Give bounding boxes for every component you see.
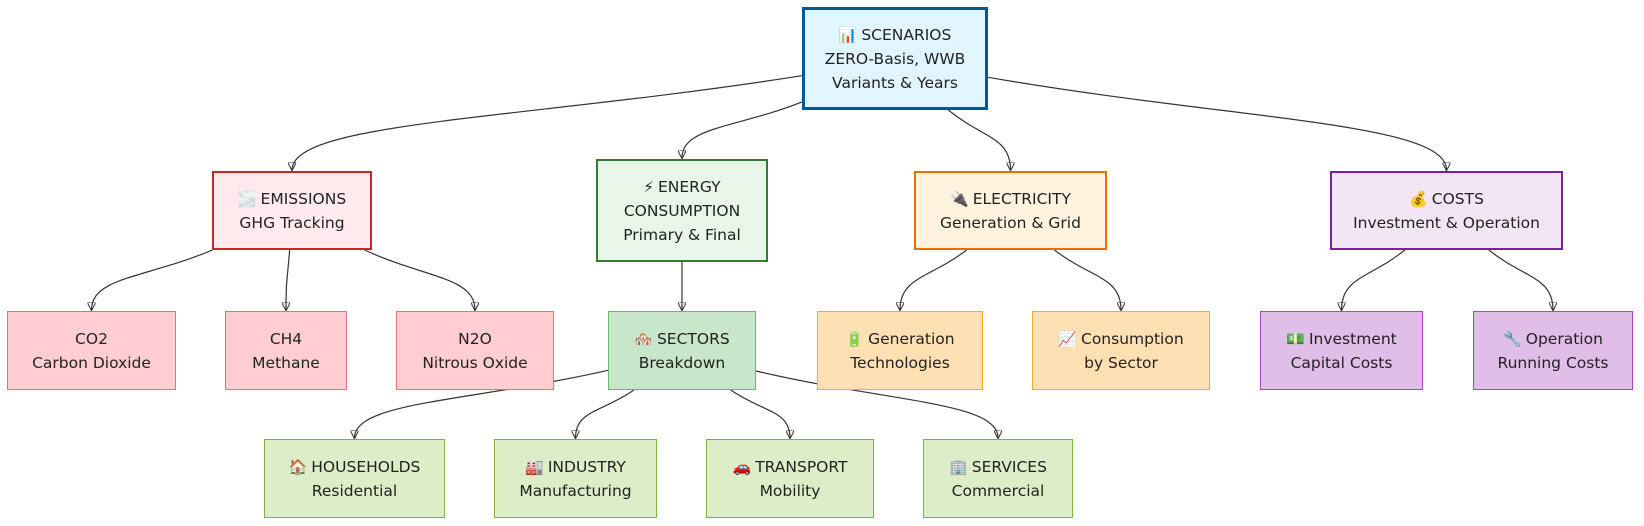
scenarios-detail: Variants & Years xyxy=(832,73,958,92)
bar-chart-icon: 📊 xyxy=(838,25,858,44)
energy-title: ENERGY xyxy=(657,177,721,196)
transport-node[interactable]: 🚗TRANSPORT Mobility xyxy=(706,439,874,518)
co2-subtitle: Carbon Dioxide xyxy=(32,353,151,372)
industry-subtitle: Manufacturing xyxy=(519,481,632,500)
investment-subtitle: Capital Costs xyxy=(1290,353,1393,372)
consumption-node[interactable]: 📈Consumption by Sector xyxy=(1032,311,1210,390)
electricity-title: ELECTRICITY xyxy=(972,189,1071,208)
operation-node[interactable]: 🔧Operation Running Costs xyxy=(1473,311,1633,390)
edge-scenarios-to-costs xyxy=(987,76,1447,170)
emissions-title: EMISSIONS xyxy=(260,189,347,208)
scenarios-title: SCENARIOS xyxy=(861,25,952,44)
scenarios-node[interactable]: 📊SCENARIOS ZERO-Basis, WWB Variants & Ye… xyxy=(802,7,988,110)
ch4-subtitle: Methane xyxy=(252,353,320,372)
sectors-node[interactable]: 🏘️SECTORS Breakdown xyxy=(608,311,756,390)
consumption-title: Consumption xyxy=(1081,329,1184,348)
industry-node[interactable]: 🏭INDUSTRY Manufacturing xyxy=(494,439,657,518)
edge-scenarios-to-emissions xyxy=(292,75,803,170)
costs-node[interactable]: 💰COSTS Investment & Operation xyxy=(1330,171,1563,250)
houses-icon: 🏘️ xyxy=(634,329,653,348)
battery-icon: 🔋 xyxy=(845,329,865,348)
office-building-icon: 🏢 xyxy=(949,457,968,476)
edge-sectors-to-transport xyxy=(730,389,790,438)
co2-node[interactable]: CO2 Carbon Dioxide xyxy=(7,311,176,390)
electricity-subtitle: Generation & Grid xyxy=(940,213,1081,232)
transport-subtitle: Mobility xyxy=(759,481,821,500)
house-icon: 🏠 xyxy=(288,457,308,476)
operation-title: Operation xyxy=(1525,329,1603,348)
car-icon: 🚗 xyxy=(732,457,752,476)
fog-icon: 🌫️ xyxy=(237,189,257,208)
edge-emissions-to-co2 xyxy=(92,249,213,310)
emissions-node[interactable]: 🌫️EMISSIONS GHG Tracking xyxy=(212,171,372,250)
n2o-title: N2O xyxy=(458,329,492,348)
industry-title: INDUSTRY xyxy=(547,457,626,476)
ch4-title: CH4 xyxy=(269,329,303,348)
energy-subtitle: Primary & Final xyxy=(623,225,741,244)
edge-electricity-to-consumption xyxy=(1054,249,1121,310)
edge-costs-to-investment xyxy=(1342,249,1406,310)
n2o-subtitle: Nitrous Oxide xyxy=(422,353,528,372)
edge-electricity-to-generation xyxy=(900,249,967,310)
households-title: HOUSEHOLDS xyxy=(311,457,421,476)
banknote-icon: 💵 xyxy=(1286,329,1305,348)
edge-scenarios-to-electricity xyxy=(947,109,1010,170)
edge-scenarios-to-energy xyxy=(682,101,803,158)
sectors-subtitle: Breakdown xyxy=(638,353,726,372)
services-title: SERVICES xyxy=(971,457,1047,476)
trend-up-icon: 📈 xyxy=(1058,329,1077,348)
edge-sectors-to-industry xyxy=(576,389,635,438)
energy-consumption-node[interactable]: ⚡ENERGY CONSUMPTION Primary & Final xyxy=(596,159,768,262)
transport-title: TRANSPORT xyxy=(755,457,848,476)
energy-title-line2: CONSUMPTION xyxy=(623,201,741,220)
operation-subtitle: Running Costs xyxy=(1497,353,1609,372)
n2o-node[interactable]: N2O Nitrous Oxide xyxy=(396,311,554,390)
sectors-title: SECTORS xyxy=(656,329,730,348)
edge-emissions-to-ch4 xyxy=(286,249,290,310)
investment-title: Investment xyxy=(1308,329,1397,348)
consumption-subtitle: by Sector xyxy=(1084,353,1158,372)
plug-icon: 🔌 xyxy=(950,189,969,208)
lightning-icon: ⚡ xyxy=(643,177,654,196)
wrench-icon: 🔧 xyxy=(1503,329,1522,348)
factory-icon: 🏭 xyxy=(525,457,544,476)
co2-title: CO2 xyxy=(75,329,108,348)
generation-title: Generation xyxy=(868,329,955,348)
investment-node[interactable]: 💵Investment Capital Costs xyxy=(1260,311,1423,390)
edge-costs-to-operation xyxy=(1488,249,1553,310)
services-subtitle: Commercial xyxy=(951,481,1045,500)
generation-subtitle: Technologies xyxy=(850,353,950,372)
generation-node[interactable]: 🔋Generation Technologies xyxy=(817,311,983,390)
money-bag-icon: 💰 xyxy=(1409,189,1428,208)
scenarios-subtitle: ZERO-Basis, WWB xyxy=(824,49,966,68)
electricity-node[interactable]: 🔌ELECTRICITY Generation & Grid xyxy=(914,171,1107,250)
costs-title: COSTS xyxy=(1431,189,1484,208)
ch4-node[interactable]: CH4 Methane xyxy=(225,311,347,390)
households-subtitle: Residential xyxy=(311,481,398,500)
emissions-subtitle: GHG Tracking xyxy=(239,213,345,232)
edge-emissions-to-n2o xyxy=(364,249,475,310)
costs-subtitle: Investment & Operation xyxy=(1353,213,1540,232)
households-node[interactable]: 🏠HOUSEHOLDS Residential xyxy=(264,439,445,518)
services-node[interactable]: 🏢SERVICES Commercial xyxy=(923,439,1073,518)
